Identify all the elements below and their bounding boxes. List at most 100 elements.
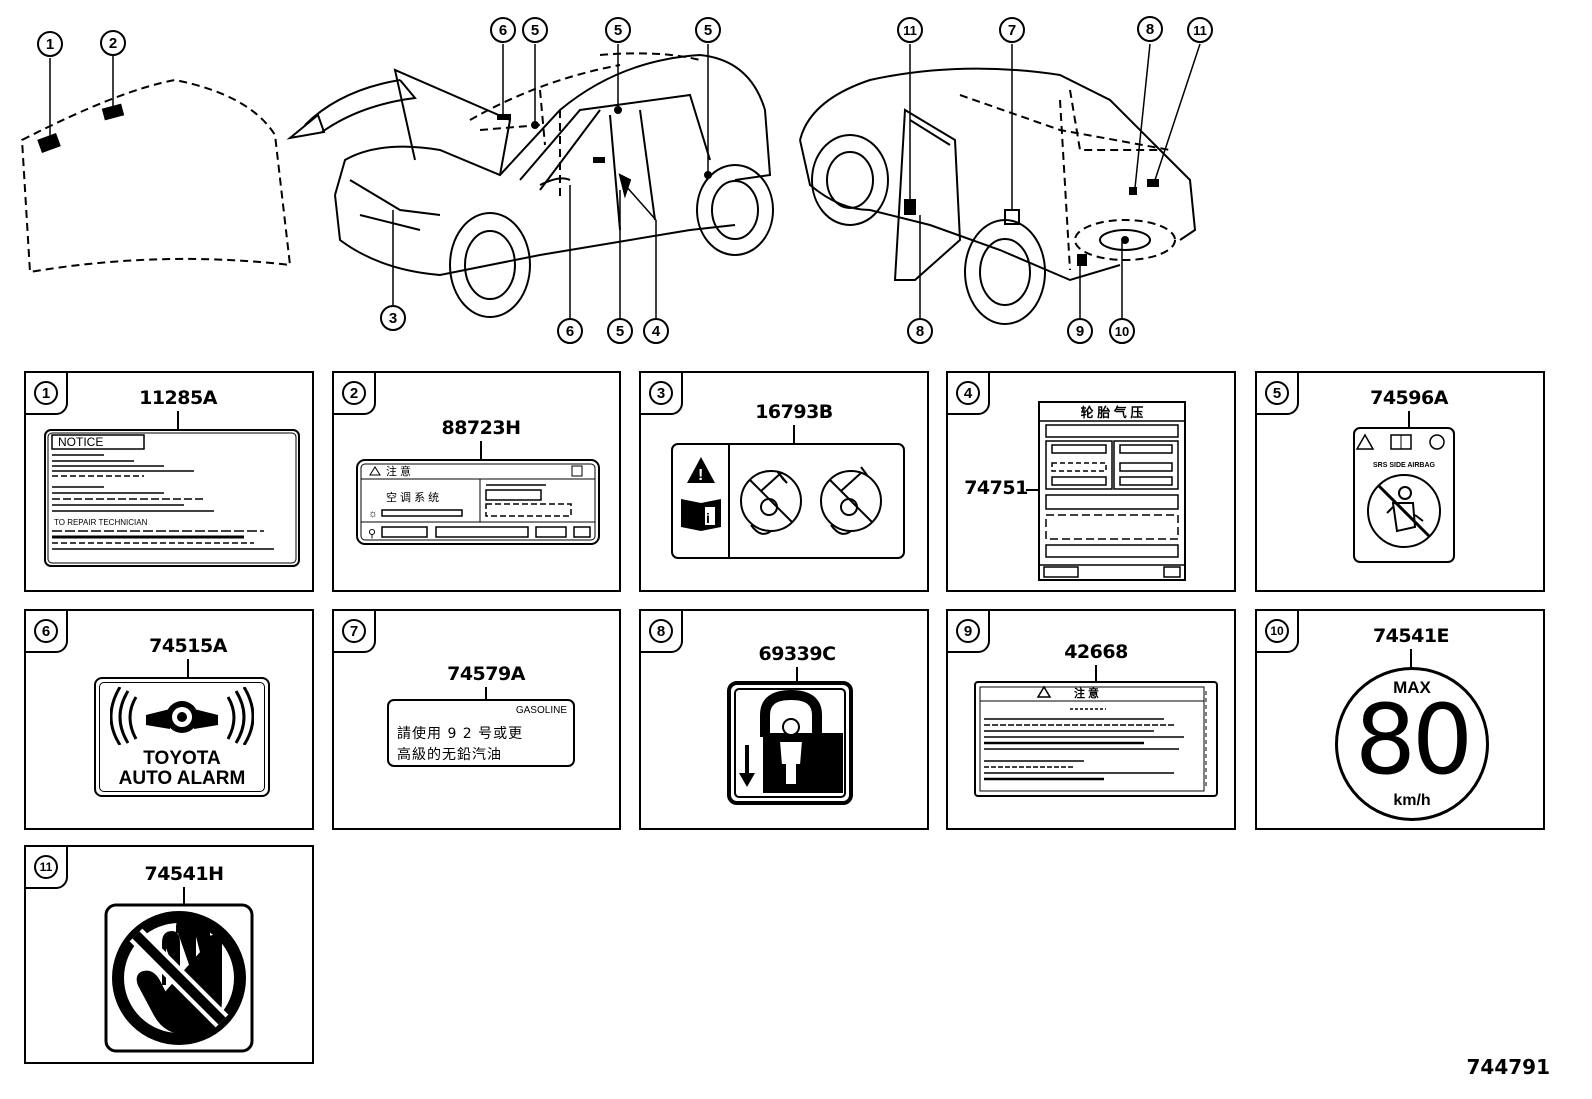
svg-text:9: 9 bbox=[1076, 323, 1084, 340]
svg-text:7: 7 bbox=[1008, 22, 1016, 39]
panel-index-tab: 8 bbox=[639, 609, 683, 653]
srs-side-airbag-text: SRS SIDE AIRBAG bbox=[1373, 462, 1436, 469]
svg-text:8: 8 bbox=[1146, 21, 1154, 38]
label-panel-4: 4 74751 轮 胎 气 压 bbox=[946, 371, 1236, 592]
svg-text:☼: ☼ bbox=[368, 508, 378, 520]
label-panel-8: 8 69339C bbox=[639, 609, 929, 830]
gasoline-text: GASOLINE bbox=[515, 705, 567, 716]
label-panel-1: 1 11285A NOTICE TO REPAIR TECHNICIAN bbox=[24, 371, 314, 592]
label-panel-10: 10 74541E MAX 80 km/h bbox=[1255, 609, 1545, 830]
callout-5: 5 bbox=[695, 17, 721, 43]
svg-text:1: 1 bbox=[46, 36, 54, 53]
svg-text:11: 11 bbox=[1193, 23, 1207, 38]
callout-10: 10 bbox=[1109, 318, 1135, 344]
tire-pressure-label-graphic: 轮 胎 气 压 bbox=[1038, 401, 1186, 581]
svg-text:6: 6 bbox=[499, 22, 507, 39]
label-panel-11: 11 74541H bbox=[24, 845, 314, 1064]
callout-7: 7 bbox=[999, 17, 1025, 43]
part-number: 74515A bbox=[149, 635, 227, 657]
panel-index-tab: 7 bbox=[332, 609, 376, 653]
svg-text:11: 11 bbox=[903, 23, 917, 38]
hood-outline bbox=[20, 78, 292, 274]
part-number: 74751 bbox=[964, 477, 1028, 499]
warning-icon bbox=[1355, 433, 1375, 450]
svg-text:5: 5 bbox=[616, 323, 624, 340]
ac-system-label-graphic: 注 意 空 调 系 统 ☼ ⚲ bbox=[356, 459, 600, 545]
label-panel-2: 2 88723H 注 意 空 调 系 统 ☼ ⚲ bbox=[332, 371, 621, 592]
do-not-touch-icon bbox=[104, 903, 254, 1053]
vehicle-rear-view bbox=[799, 67, 1197, 325]
diagram-id: 744791 bbox=[1466, 1055, 1551, 1079]
svg-text:5: 5 bbox=[614, 22, 622, 39]
part-number: 69339C bbox=[758, 643, 836, 665]
panel-index-tab: 10 bbox=[1255, 609, 1299, 653]
svg-text:10: 10 bbox=[1115, 324, 1129, 339]
part-number: 74541H bbox=[144, 863, 224, 885]
panel-index-tab: 11 bbox=[24, 845, 68, 889]
panel-index-tab: 2 bbox=[332, 371, 376, 415]
part-number: 42668 bbox=[1064, 641, 1128, 663]
panel-index-tab: 1 bbox=[24, 371, 68, 415]
svg-text:2: 2 bbox=[109, 35, 117, 52]
fuel-instruction-line2: 高級的无鉛汽油 bbox=[397, 747, 502, 763]
svg-text:4: 4 bbox=[652, 323, 661, 340]
panel-index-tab: 9 bbox=[946, 609, 990, 653]
label-panel-3: 3 16793B ! i bbox=[639, 371, 929, 592]
tire-pressure-heading: 轮 胎 气 压 bbox=[1081, 405, 1144, 420]
callout-6: 6 bbox=[557, 318, 583, 344]
caution-heading: 注 意 bbox=[1074, 686, 1099, 700]
callout-9: 9 bbox=[1067, 318, 1093, 344]
speed-limit-label: MAX 80 km/h bbox=[1335, 667, 1489, 821]
svg-text:8: 8 bbox=[916, 323, 924, 340]
callout-8: 8 bbox=[907, 318, 933, 344]
vehicle-front-view bbox=[334, 52, 774, 318]
callout-11: 11 bbox=[897, 17, 923, 43]
ac-system-text: 空 调 系 统 bbox=[386, 490, 439, 504]
svg-text:3: 3 bbox=[389, 310, 397, 327]
svg-text:6: 6 bbox=[566, 323, 574, 340]
svg-text:i: i bbox=[706, 510, 710, 526]
arrow-icon bbox=[304, 79, 401, 126]
callout-5: 5 bbox=[607, 318, 633, 344]
label-panel-6: 6 74515A TOYOTA AUTO ALARM bbox=[24, 609, 314, 830]
label-panel-5: 5 74596A SRS SIDE AIRBAG bbox=[1255, 371, 1545, 592]
fuel-instruction-line1: 請使用 9 2 号或更 bbox=[397, 726, 524, 742]
caution-label-graphic: 注 意 bbox=[974, 681, 1218, 797]
speed-value: 80 bbox=[1354, 684, 1473, 796]
callout-11: 11 bbox=[1187, 17, 1213, 43]
part-number: 74541E bbox=[1372, 625, 1450, 647]
auto-alarm-label: TOYOTA AUTO ALARM bbox=[94, 677, 270, 797]
callout-5: 5 bbox=[605, 17, 631, 43]
label-panel-9: 9 42668 注 意 bbox=[946, 609, 1236, 830]
callout-3: 3 bbox=[380, 305, 406, 331]
part-number: 16793B bbox=[755, 401, 833, 423]
part-number: 11285A bbox=[139, 387, 217, 409]
airbag-warning-label-graphic: ! i bbox=[671, 443, 905, 559]
part-number: 74596A bbox=[1370, 387, 1448, 409]
panel-index-tab: 3 bbox=[639, 371, 683, 415]
warning-icon bbox=[687, 457, 715, 483]
callout-6: 6 bbox=[490, 17, 516, 43]
callout-4: 4 bbox=[643, 318, 669, 344]
side-airbag-label-graphic: SRS SIDE AIRBAG bbox=[1353, 427, 1455, 563]
svg-text:5: 5 bbox=[531, 22, 539, 39]
callout-8: 8 bbox=[1137, 16, 1163, 42]
toyota-text: TOYOTA bbox=[143, 748, 221, 769]
callout-1: 1 bbox=[37, 31, 63, 57]
auto-alarm-text: AUTO ALARM bbox=[118, 768, 246, 789]
part-number: 74579A bbox=[447, 663, 525, 685]
notice-heading: NOTICE bbox=[58, 435, 103, 449]
alarm-sensor-icon bbox=[110, 687, 254, 745]
fuel-label: GASOLINE 請使用 9 2 号或更 高級的无鉛汽油 bbox=[387, 699, 575, 767]
no-obstruction-icon bbox=[1367, 474, 1441, 548]
callout-2: 2 bbox=[100, 30, 126, 56]
label-panel-7: 7 74579A GASOLINE 請使用 9 2 号或更 高級的无鉛汽油 bbox=[332, 609, 621, 830]
panel-index-tab: 5 bbox=[1255, 371, 1299, 415]
part-number: 88723H bbox=[441, 417, 521, 439]
panel-index-tab: 6 bbox=[24, 609, 68, 653]
svg-text:⚲: ⚲ bbox=[368, 528, 376, 540]
child-lock-icon bbox=[727, 681, 853, 805]
svg-text:!: ! bbox=[698, 467, 703, 484]
max-text: MAX bbox=[1393, 678, 1431, 697]
speed-unit: km/h bbox=[1393, 792, 1431, 809]
